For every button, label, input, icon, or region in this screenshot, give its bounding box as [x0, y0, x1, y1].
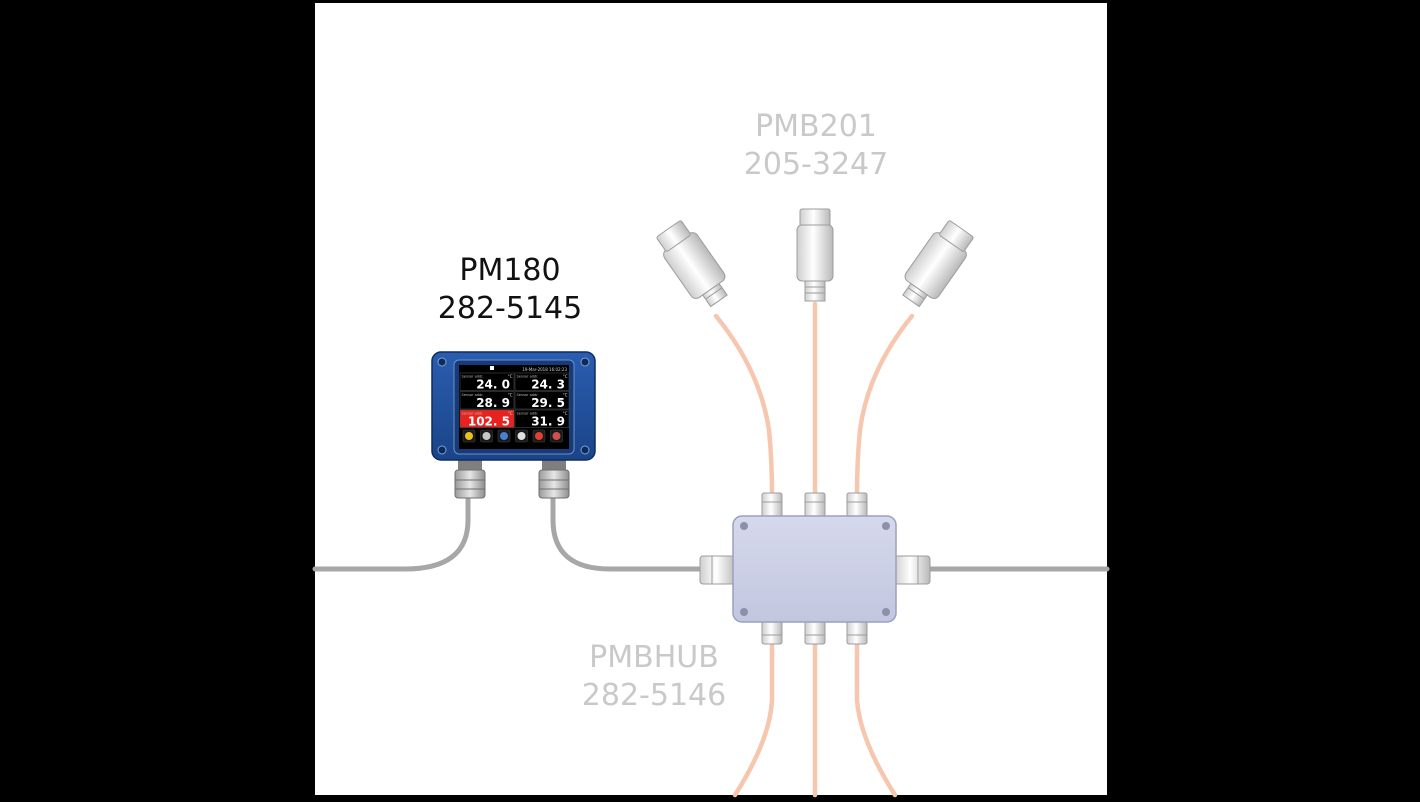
pm180-model: PM180 — [459, 253, 561, 288]
sensor-cable-right — [854, 313, 915, 498]
pmb201-sensor-left — [656, 220, 728, 308]
lock-icon — [465, 432, 473, 440]
reading-cell — [514, 372, 570, 391]
reading-value: 31. 9 — [531, 415, 565, 429]
reading-unit: °C — [563, 411, 568, 416]
reading-cell — [514, 409, 570, 428]
reading-cell — [514, 391, 570, 410]
pmbhub-label: PMBHUB 282-5146 — [564, 639, 744, 714]
reading-value: 102. 5 — [468, 415, 510, 429]
hub-out-cable-right — [854, 637, 898, 798]
reading-unit: °C — [508, 374, 513, 379]
reading-value: 24. 0 — [476, 378, 510, 392]
pmb201-label: PMB201 205-3247 — [726, 108, 906, 183]
pmb201-sensor-right — [902, 220, 974, 308]
pmbhub-junction-box — [699, 492, 931, 645]
reading-label: Sensor addr. — [462, 412, 484, 416]
memory-icon — [482, 432, 491, 440]
reading-label: Sensor addr. — [517, 393, 539, 397]
hub-out-cable-left — [732, 637, 775, 798]
pmbhub-part-number: 282-5146 — [581, 677, 727, 713]
reading-label: Sensor addr. — [462, 375, 484, 379]
screen-status-icon — [490, 366, 494, 370]
signal-cable-to-hub — [550, 492, 703, 572]
people-icon — [517, 432, 526, 440]
reading-value: 24. 3 — [531, 378, 565, 392]
reading-unit: °C — [563, 374, 568, 379]
pmbhub-model: PMBHUB — [589, 640, 719, 675]
signal-cable-left — [312, 492, 471, 572]
pm180-cable-glands — [454, 458, 570, 499]
reading-label: Sensor addr. — [517, 412, 539, 416]
reading-unit: °C — [508, 411, 513, 416]
reading-cell — [459, 409, 515, 428]
pmb201-part-number: 205-3247 — [743, 146, 889, 182]
reading-value: 29. 5 — [531, 396, 565, 410]
reading-label: Sensor addr. — [517, 375, 539, 379]
signal-cables — [312, 492, 1110, 572]
settings-icon — [552, 432, 561, 440]
reading-unit: °C — [563, 393, 568, 398]
reading-unit: °C — [508, 393, 513, 398]
chart-icon — [500, 432, 508, 440]
pmb201-model: PMB201 — [755, 109, 877, 144]
sensor-cables — [713, 301, 915, 798]
sensor-cable-left — [713, 313, 775, 498]
screen-header: 19-Mar-2018 16:02:23 — [522, 367, 567, 372]
reading-cell — [459, 372, 515, 391]
pm180-part-number: 282-5145 — [437, 290, 583, 326]
reading-label: Sensor addr. — [462, 393, 484, 397]
pmb201-sensor-center — [796, 208, 834, 302]
pm180-label: PM180 282-5145 — [420, 252, 600, 327]
reading-cell — [459, 391, 515, 410]
alarm-icon — [535, 432, 543, 440]
reading-value: 28. 9 — [476, 396, 510, 410]
